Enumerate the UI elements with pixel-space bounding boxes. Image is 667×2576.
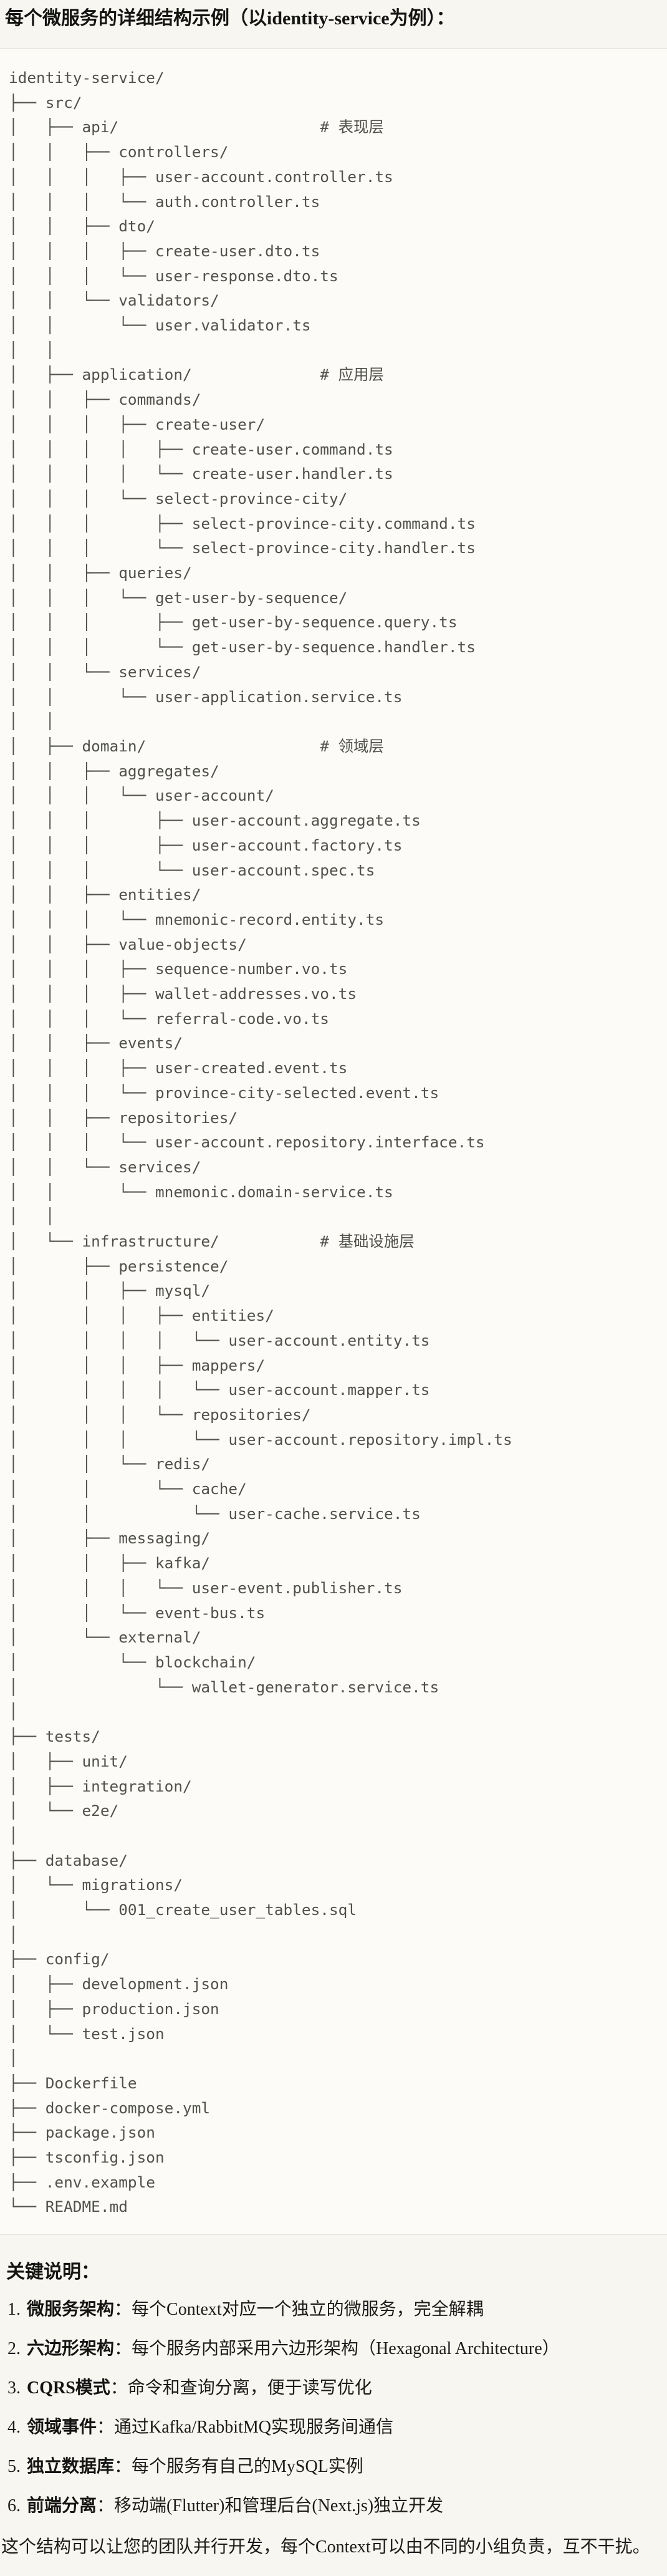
list-item: 6. 前端分离：移动端(Flutter)和管理后台(Next.js)独立开发 [7,2495,661,2517]
page-title: 每个微服务的详细结构示例（以identity-service为例）： [5,8,455,29]
code-block: identity-service/ ├── src/ │ ├── api/ # … [0,48,667,2236]
notes-heading: 关键说明： [6,2262,100,2283]
note-label: 前端分离 [27,2496,97,2516]
note-label: CQRS模式 [27,2378,110,2398]
note-label: 六边形架构 [27,2339,115,2359]
note-number: 4. [7,2418,21,2438]
note-text: ：每个服务有自己的MySQL实例 [114,2457,363,2477]
note-label: 独立数据库 [27,2457,115,2477]
note-text: ：命令和查询分离，便于读写优化 [110,2378,372,2398]
list-item: 1. 微服务架构：每个Context对应一个独立的微服务，完全解耦 [7,2299,661,2321]
note-text: ：每个Context对应一个独立的微服务，完全解耦 [114,2300,484,2320]
note-label: 领域事件 [27,2418,97,2438]
note-text: ：移动端(Flutter)和管理后台(Next.js)独立开发 [97,2496,444,2516]
note-number: 6. [7,2496,21,2516]
note-number: 2. [7,2339,21,2359]
list-item: 4. 领域事件：通过Kafka/RabbitMQ实现服务间通信 [7,2416,661,2439]
notes-section: 关键说明： 1. 微服务架构：每个Context对应一个独立的微服务，完全解耦 2… [0,2260,667,2576]
note-text: ：通过Kafka/RabbitMQ实现服务间通信 [97,2418,393,2438]
note-number: 1. [7,2300,21,2320]
list-item: 2. 六边形架构：每个服务内部采用六边形架构（Hexagonal Architec… [7,2338,661,2360]
note-number: 5. [7,2457,21,2477]
list-item: 3. CQRS模式：命令和查询分离，便于读写优化 [7,2377,661,2400]
note-number: 3. [7,2378,21,2398]
note-text: ：每个服务内部采用六边形架构（Hexagonal Architecture） [114,2339,560,2359]
note-label: 微服务架构 [27,2300,115,2320]
list-item: 5. 独立数据库：每个服务有自己的MySQL实例 [7,2456,661,2478]
file-tree: identity-service/ ├── src/ │ ├── api/ # … [9,69,512,2216]
footer-paragraph: 这个结构可以让您的团队并行开发，每个Context可以由不同的小组负责，互不干扰… [1,2537,650,2557]
